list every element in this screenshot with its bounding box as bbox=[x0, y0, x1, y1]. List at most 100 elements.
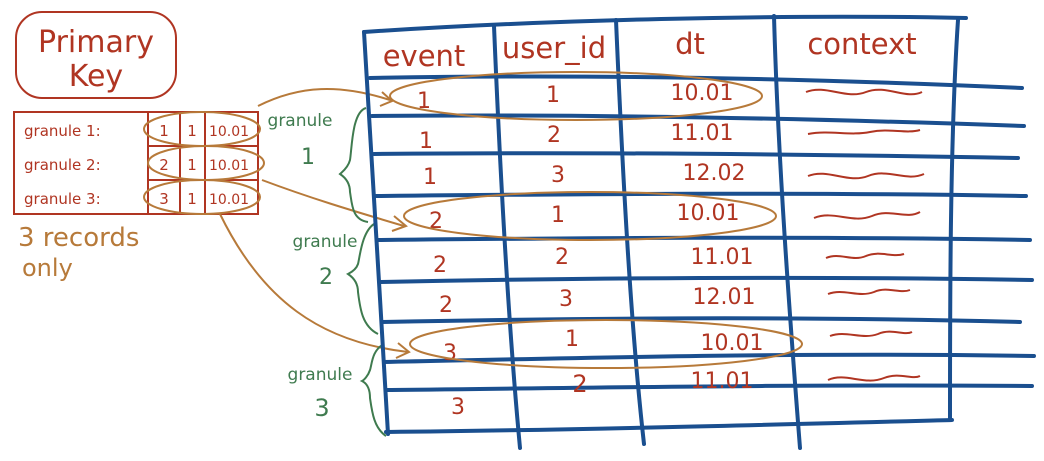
table-line bbox=[772, 14, 802, 450]
table-line bbox=[614, 18, 646, 446]
primary-key-row-label: granule 1: bbox=[24, 122, 101, 140]
primary-key-dt: 10.01 bbox=[209, 192, 249, 208]
granule-1-first-row-oval bbox=[389, 71, 763, 121]
primary-key-user: 1 bbox=[187, 190, 197, 208]
arrow-head-icon bbox=[391, 215, 408, 232]
table-cell-user-id: 1 bbox=[551, 203, 565, 228]
granule-3-label: granule bbox=[288, 365, 353, 385]
records-note-line2: only bbox=[22, 254, 73, 282]
table-cell-user-id: 1 bbox=[546, 83, 560, 108]
table-cell-user-id: 3 bbox=[559, 287, 573, 312]
context-squiggles bbox=[805, 88, 925, 382]
context-value-squiggle bbox=[813, 211, 921, 220]
table-cell-user-id: 1 bbox=[565, 327, 579, 352]
primary-key-row-label: granule 3: bbox=[24, 190, 101, 208]
primary-key-row: granule 3: 3 1 10.01 bbox=[24, 190, 249, 208]
context-value-squiggle bbox=[829, 330, 913, 337]
primary-key-row-label: granule 2: bbox=[24, 156, 101, 174]
table-cell-dt: 10.01 bbox=[677, 201, 740, 226]
granule-2-first-row-oval bbox=[403, 191, 777, 241]
primary-key-dt: 10.01 bbox=[209, 158, 249, 174]
granule-3-arrow bbox=[219, 213, 409, 353]
table-cell-event: 1 bbox=[423, 165, 437, 190]
primary-key-event: 1 bbox=[159, 122, 169, 140]
table-line bbox=[948, 18, 960, 422]
granule-1-label: granule bbox=[268, 111, 333, 131]
granule-1-arrow bbox=[257, 88, 391, 107]
table-row: 1 2 11.01 bbox=[419, 121, 733, 154]
table-cell-dt: 10.01 bbox=[671, 81, 734, 106]
table-cell-event: 2 bbox=[433, 253, 447, 278]
table-cell-dt: 12.01 bbox=[693, 285, 756, 310]
table-cell-dt: 12.02 bbox=[683, 161, 746, 186]
table-line bbox=[372, 151, 1020, 160]
table-cell-event: 2 bbox=[429, 209, 443, 234]
granule-2-number: 2 bbox=[319, 265, 333, 290]
context-value-squiggle bbox=[805, 88, 923, 96]
table-header-user-id: user_id bbox=[502, 31, 606, 65]
table-row: 3 1 10.01 bbox=[443, 327, 763, 366]
context-value-squiggle bbox=[827, 374, 921, 382]
table-line bbox=[380, 316, 1022, 324]
arrow-head-icon bbox=[395, 342, 411, 359]
table-cell-user-id: 3 bbox=[551, 163, 565, 188]
table-line bbox=[384, 383, 1034, 392]
table-line bbox=[374, 191, 1028, 198]
granule-1-brace bbox=[338, 107, 369, 223]
primary-key-user: 1 bbox=[187, 122, 197, 140]
granule-3-number: 3 bbox=[314, 394, 329, 422]
table-row: 3 2 11.01 bbox=[451, 369, 753, 420]
table-cell-dt: 11.01 bbox=[691, 245, 754, 270]
table-line bbox=[362, 30, 390, 436]
primary-key-event: 2 bbox=[159, 156, 169, 174]
table-line bbox=[376, 235, 1032, 242]
primary-key-dt: 10.01 bbox=[209, 124, 249, 140]
table-cell-event: 3 bbox=[451, 395, 465, 420]
table-row: 1 1 10.01 bbox=[417, 81, 733, 114]
granule-1-number: 1 bbox=[301, 145, 315, 170]
table-cell-event: 3 bbox=[443, 341, 457, 366]
table-cell-event: 1 bbox=[419, 129, 433, 154]
table-cell-user-id: 2 bbox=[555, 245, 569, 270]
primary-key-event: 3 bbox=[159, 190, 169, 208]
table-cell-event: 2 bbox=[439, 293, 453, 318]
table-line bbox=[492, 24, 522, 450]
table-header-event: event bbox=[383, 39, 466, 73]
table-row: 2 1 10.01 bbox=[429, 201, 739, 234]
table-cell-dt: 10.01 bbox=[701, 331, 764, 356]
primary-key-title-line1: Primary bbox=[38, 25, 154, 60]
table-header-dt: dt bbox=[675, 27, 705, 61]
table-line bbox=[384, 418, 954, 434]
primary-key-title-line2: Key bbox=[69, 59, 123, 94]
primary-key-row: granule 1: 1 1 10.01 bbox=[24, 122, 249, 140]
granule-2-brace bbox=[346, 223, 379, 335]
table-cell-event: 1 bbox=[417, 89, 431, 114]
primary-key-user: 1 bbox=[187, 156, 197, 174]
primary-key-title-box bbox=[15, 11, 177, 99]
primary-key-row: granule 2: 2 1 10.01 bbox=[24, 156, 249, 174]
table-cell-dt: 11.01 bbox=[691, 369, 754, 394]
records-note-line1: 3 records bbox=[18, 223, 139, 253]
granule-3-brace bbox=[359, 343, 387, 437]
context-value-squiggle bbox=[807, 129, 921, 135]
primary-key-oval bbox=[143, 179, 261, 215]
table-line bbox=[362, 14, 968, 34]
primary-key-index-box bbox=[13, 111, 259, 215]
granule-2-label: granule bbox=[293, 232, 358, 252]
table-header-context: context bbox=[807, 27, 916, 61]
arrow-head-icon bbox=[379, 91, 394, 107]
context-value-squiggle bbox=[825, 252, 905, 259]
granule-3-first-row-oval bbox=[409, 319, 803, 369]
table-row: 2 2 11.01 bbox=[433, 245, 753, 278]
table-cell-user-id: 2 bbox=[547, 123, 561, 148]
table-line bbox=[378, 275, 1034, 284]
granule-2-arrow bbox=[261, 179, 405, 227]
table-row: 2 3 12.01 bbox=[439, 285, 755, 318]
context-value-squiggle bbox=[807, 172, 925, 180]
table-row: 1 3 12.02 bbox=[423, 161, 745, 190]
context-value-squiggle bbox=[827, 288, 911, 295]
table-cell-user-id: 2 bbox=[572, 370, 587, 398]
table-cell-dt: 11.01 bbox=[671, 121, 734, 146]
